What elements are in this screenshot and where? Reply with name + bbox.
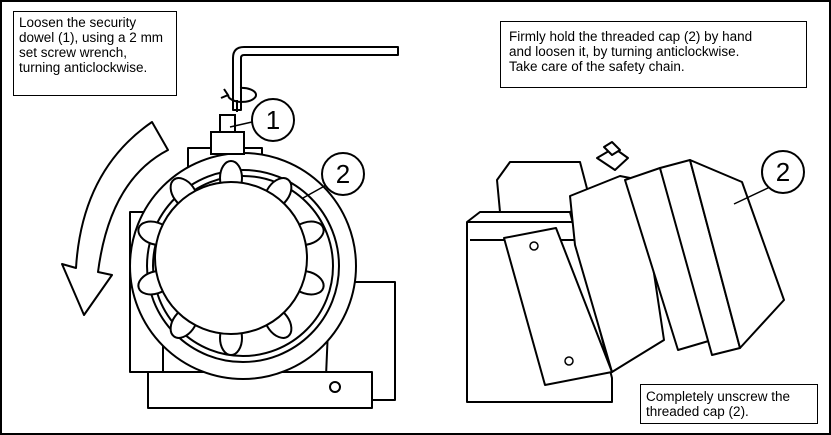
step-1-line-4: turning anticlockwise. <box>19 60 148 75</box>
plate-hole-top <box>529 241 539 251</box>
housing-side-view <box>466 141 785 403</box>
label-number-2-left: 2 <box>336 159 350 189</box>
label-number-1: 1 <box>266 105 280 135</box>
step-1-line-3: set screw wrench, <box>19 45 128 60</box>
label-circle-2-right <box>761 150 805 194</box>
leader-line-1 <box>229 121 253 128</box>
step-1-line-2: dowel (1), using a 2 mm <box>19 30 164 45</box>
threaded-cap-front <box>154 181 308 335</box>
step-2-line-3: Take care of the safety chain. <box>509 59 685 74</box>
step-2-line-1: Firmly hold the threaded cap (2) by hand <box>509 29 753 44</box>
small-rotation-arrow-icon <box>220 86 257 103</box>
security-dowel <box>210 114 245 155</box>
label-number-2-right: 2 <box>776 157 790 187</box>
step-3-line-1: Completely unscrew the <box>646 389 791 404</box>
step-3-instruction: Completely unscrew the threaded cap (2). <box>640 384 818 424</box>
label-circle-2-left <box>321 152 365 196</box>
step-2-line-2: and loosen it, by turning anticlockwise. <box>509 44 740 59</box>
leader-line-2-right <box>733 186 771 205</box>
mounting-hole <box>329 381 341 393</box>
step-2-instruction: Firmly hold the threaded cap (2) by hand… <box>500 21 807 88</box>
hex-key-wrench <box>232 46 399 112</box>
anticlockwise-arrow-icon <box>61 121 169 316</box>
step-1-line-1: Loosen the security <box>19 15 137 30</box>
step-1-instruction: Loosen the security dowel (1), using a 2… <box>13 11 177 96</box>
label-circle-1 <box>251 98 295 142</box>
plate-hole-bottom <box>564 356 574 366</box>
step-3-line-2: threaded cap (2). <box>646 404 749 419</box>
